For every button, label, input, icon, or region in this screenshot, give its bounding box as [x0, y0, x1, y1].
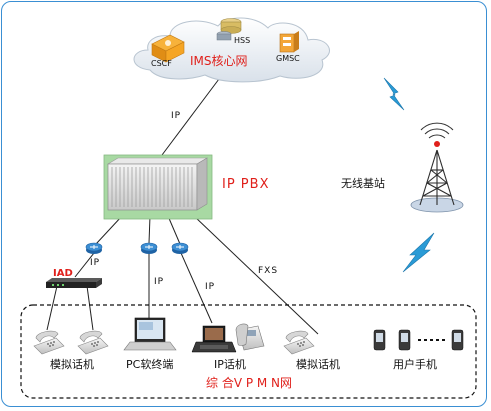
- line-iad-phone1: [46, 285, 58, 331]
- analog-phone-2-icon: [77, 330, 109, 355]
- outer-frame: [1, 1, 487, 407]
- router-icons: [85, 242, 189, 254]
- vpmn-dashed-boundary: [20, 304, 477, 399]
- wireless-base-station-label: 无线基站: [341, 177, 385, 190]
- router-2-icon: [140, 242, 158, 254]
- router-3-icon: [171, 242, 189, 254]
- ellipsis-dots: [418, 339, 445, 341]
- base-station-tower-icon: [410, 122, 464, 213]
- line-pbx-router1: [95, 215, 123, 245]
- router-1-icon: [85, 242, 103, 254]
- lightning-top-icon: [383, 77, 405, 111]
- analog-phone-left-label: 模拟话机: [50, 358, 94, 371]
- gmsc-icon: [279, 31, 299, 53]
- ip-pbx-label: IP PBX: [222, 177, 270, 192]
- pc-ip-label: IP: [154, 277, 165, 287]
- rack-slots: [111, 167, 193, 207]
- analog-phone-right-label: 模拟话机: [296, 358, 340, 371]
- line-iad-phone2: [86, 285, 94, 331]
- line-fxs: [193, 215, 319, 335]
- cscf-icon: [151, 34, 185, 63]
- line-pbx-router3: [167, 215, 181, 245]
- ip-video-phone-icon: [191, 325, 237, 353]
- analog-phone-1-icon: [33, 330, 65, 355]
- ipphone-ip-label: IP: [205, 282, 216, 292]
- core-ip-label: IP: [171, 111, 182, 121]
- vpmn-network-title: 综 合V P M N网: [206, 376, 293, 390]
- mobile-phone-label: 用户手机: [393, 358, 437, 371]
- pc-softphone-label: PC软终端: [126, 358, 174, 371]
- line-router-ipphone: [180, 252, 213, 324]
- iad-label: IAD: [53, 268, 73, 279]
- iad-ip-label: IP: [90, 258, 101, 268]
- iad-device-icon: [46, 278, 102, 288]
- lightning-icons: [383, 77, 435, 273]
- ip-pbx-icon: [103, 154, 213, 220]
- laptop-icon: [123, 317, 177, 351]
- line-router-iad: [74, 252, 95, 278]
- mobile-phone-2-icon: [398, 329, 411, 351]
- ip-phone-icon: [235, 323, 265, 351]
- mobile-phones-icon: [373, 329, 464, 351]
- connection-lines: [46, 78, 319, 335]
- gmsc-label: GMSC: [276, 54, 300, 63]
- mobile-phone-1-icon: [373, 329, 386, 351]
- line-pbx-router2: [148, 215, 151, 244]
- mobile-phone-3-icon: [451, 329, 464, 351]
- hss-database-icon: [216, 18, 242, 41]
- cscf-label: CSCF: [151, 59, 172, 68]
- hss-label: HSS: [234, 36, 251, 45]
- ims-core-title: IMS核心网: [190, 54, 248, 68]
- lightning-bottom-icon: [402, 232, 435, 273]
- ip-phone-label: IP话机: [214, 358, 246, 371]
- line-core-pbx: [161, 78, 220, 156]
- analog-phone-3-icon: [283, 330, 315, 355]
- fxs-label: FXS: [258, 266, 279, 276]
